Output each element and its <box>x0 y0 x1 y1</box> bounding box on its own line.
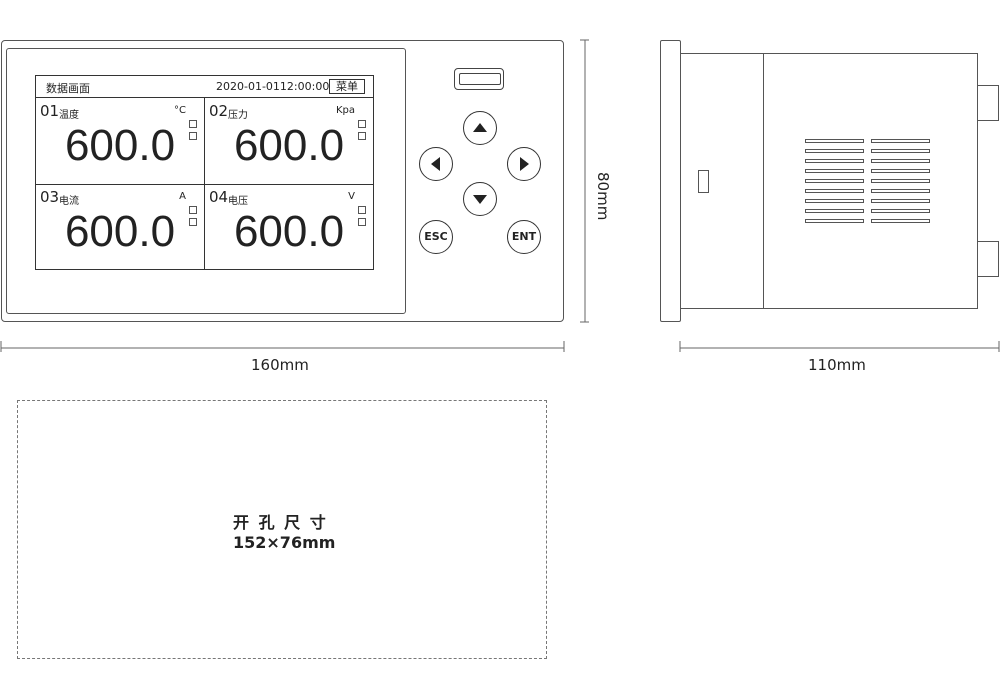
alarm-indicator <box>358 132 366 140</box>
cutout-size: 152×76mm <box>233 533 336 552</box>
vent-slot <box>871 199 930 203</box>
channel-number: 02 <box>209 102 229 120</box>
cutout-label: 开 孔 尺 寸 <box>233 513 328 532</box>
display-screen: 数据画面 2020-01-0112:00:00 菜单 01 温度 °C 600.… <box>35 75 374 270</box>
mounting-slot <box>698 170 709 193</box>
display-bezel <box>6 48 406 314</box>
right-key[interactable] <box>507 147 541 181</box>
vent-slot <box>871 149 930 153</box>
alarm-indicator <box>189 218 197 226</box>
down-key[interactable] <box>463 182 497 216</box>
channel-cell-3: 03 电流 A 600.0 <box>36 184 204 270</box>
channel-name: 温度 <box>59 110 79 121</box>
triangle-up-icon <box>473 123 487 132</box>
vent-slot <box>871 209 930 213</box>
ent-key[interactable]: ENT <box>507 220 541 254</box>
vent-slot <box>805 139 864 143</box>
menu-button[interactable]: 菜单 <box>329 79 365 94</box>
vent-slot <box>805 199 864 203</box>
vent-slot <box>805 159 864 163</box>
vent-slot <box>871 179 930 183</box>
panel-cutout: 开 孔 尺 寸 152×76mm <box>17 400 547 659</box>
vent-slot <box>871 169 930 173</box>
channel-cell-1: 01 温度 °C 600.0 <box>36 98 204 184</box>
vent-slot <box>805 209 864 213</box>
channel-number: 04 <box>209 188 229 206</box>
channel-unit: °C <box>174 105 186 116</box>
channel-name: 压力 <box>228 110 248 121</box>
front-height-label: 80mm <box>594 172 612 221</box>
channel-unit: Kpa <box>335 105 355 116</box>
screen-title: 数据画面 <box>46 82 90 95</box>
vent-slot <box>805 189 864 193</box>
channel-value: 600.0 <box>233 207 345 256</box>
triangle-down-icon <box>473 195 487 204</box>
vent-slot <box>805 219 864 223</box>
channel-name: 电压 <box>228 196 248 207</box>
up-key[interactable] <box>463 111 497 145</box>
channel-value: 600.0 <box>64 121 176 170</box>
esc-key[interactable]: ESC <box>419 220 453 254</box>
alarm-indicator <box>189 132 197 140</box>
grid-divider-vertical <box>204 98 205 269</box>
channel-number: 01 <box>40 102 60 120</box>
alarm-indicator <box>358 120 366 128</box>
side-view-flange <box>660 40 681 322</box>
channel-number: 03 <box>40 188 60 206</box>
channel-cell-4: 04 电压 V 600.0 <box>205 184 373 270</box>
channel-value: 600.0 <box>233 121 345 170</box>
rear-connector <box>977 241 999 277</box>
alarm-indicator <box>189 206 197 214</box>
channel-name: 电流 <box>59 196 79 207</box>
status-bar: 数据画面 2020-01-0112:00:00 菜单 <box>36 76 373 98</box>
channel-cell-2: 02 压力 Kpa 600.0 <box>205 98 373 184</box>
side-view-divider <box>763 53 764 309</box>
alarm-indicator <box>358 206 366 214</box>
alarm-indicator <box>189 120 197 128</box>
front-width-label: 160mm <box>251 356 309 374</box>
front-panel <box>1 40 564 322</box>
vent-slot <box>805 179 864 183</box>
vent-slot <box>805 149 864 153</box>
channel-unit: V <box>348 191 355 202</box>
channel-unit: A <box>179 191 186 202</box>
triangle-left-icon <box>431 157 440 171</box>
channel-value: 600.0 <box>64 207 176 256</box>
rear-connector <box>977 85 999 121</box>
triangle-right-icon <box>520 157 529 171</box>
vent-slot <box>805 169 864 173</box>
datetime-display: 2020-01-0112:00:00 <box>216 80 330 93</box>
vent-slot <box>871 159 930 163</box>
vent-slot <box>871 219 930 223</box>
usb-port <box>454 68 504 90</box>
side-depth-label: 110mm <box>808 356 866 374</box>
grid-divider-horizontal <box>36 184 373 185</box>
left-key[interactable] <box>419 147 453 181</box>
vent-slot <box>871 189 930 193</box>
vent-slot <box>871 139 930 143</box>
alarm-indicator <box>358 218 366 226</box>
